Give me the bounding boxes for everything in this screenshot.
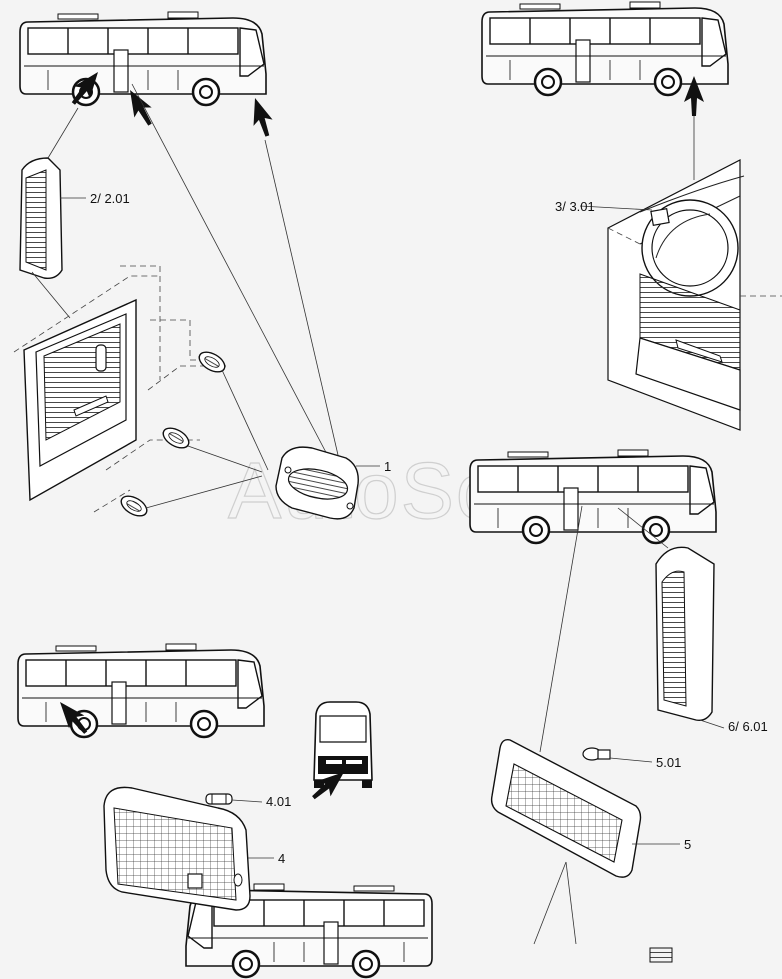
bulb-5-01: [582, 747, 611, 761]
label-1: 1: [384, 459, 391, 474]
step-area-3: [607, 159, 782, 431]
rear-lamp-4: [103, 786, 251, 911]
wall-lamp-1: [198, 351, 226, 373]
label-3: 3/ 3.01: [555, 199, 595, 214]
coach-bottom-left: [16, 642, 266, 739]
coach-rear-view: [313, 701, 373, 788]
arrow-to-coach-top-left-3: [245, 94, 277, 140]
rear-lamp-5: [490, 738, 642, 878]
coach-middle-right: [468, 448, 718, 545]
wall-lamp-2: [162, 427, 190, 449]
marker-lamp-6: [655, 546, 715, 722]
wall-lamp-3: [120, 495, 148, 517]
label-2: 2/ 2.01: [90, 191, 130, 206]
bulb-4-01: [205, 793, 233, 805]
marker-lamp-2: [19, 157, 63, 280]
courtesy-lamp-1: [275, 446, 359, 520]
label-4: 4: [278, 851, 285, 866]
coach-bottom-right: [184, 882, 673, 979]
label-4-01: 4.01: [266, 794, 291, 809]
coach-top-left: [18, 10, 268, 107]
wall-panel-left: [13, 265, 230, 513]
label-5-01: 5.01: [656, 755, 681, 770]
coach-top-right: [480, 0, 730, 97]
label-6: 6/ 6.01: [728, 719, 768, 734]
label-5: 5: [684, 837, 691, 852]
